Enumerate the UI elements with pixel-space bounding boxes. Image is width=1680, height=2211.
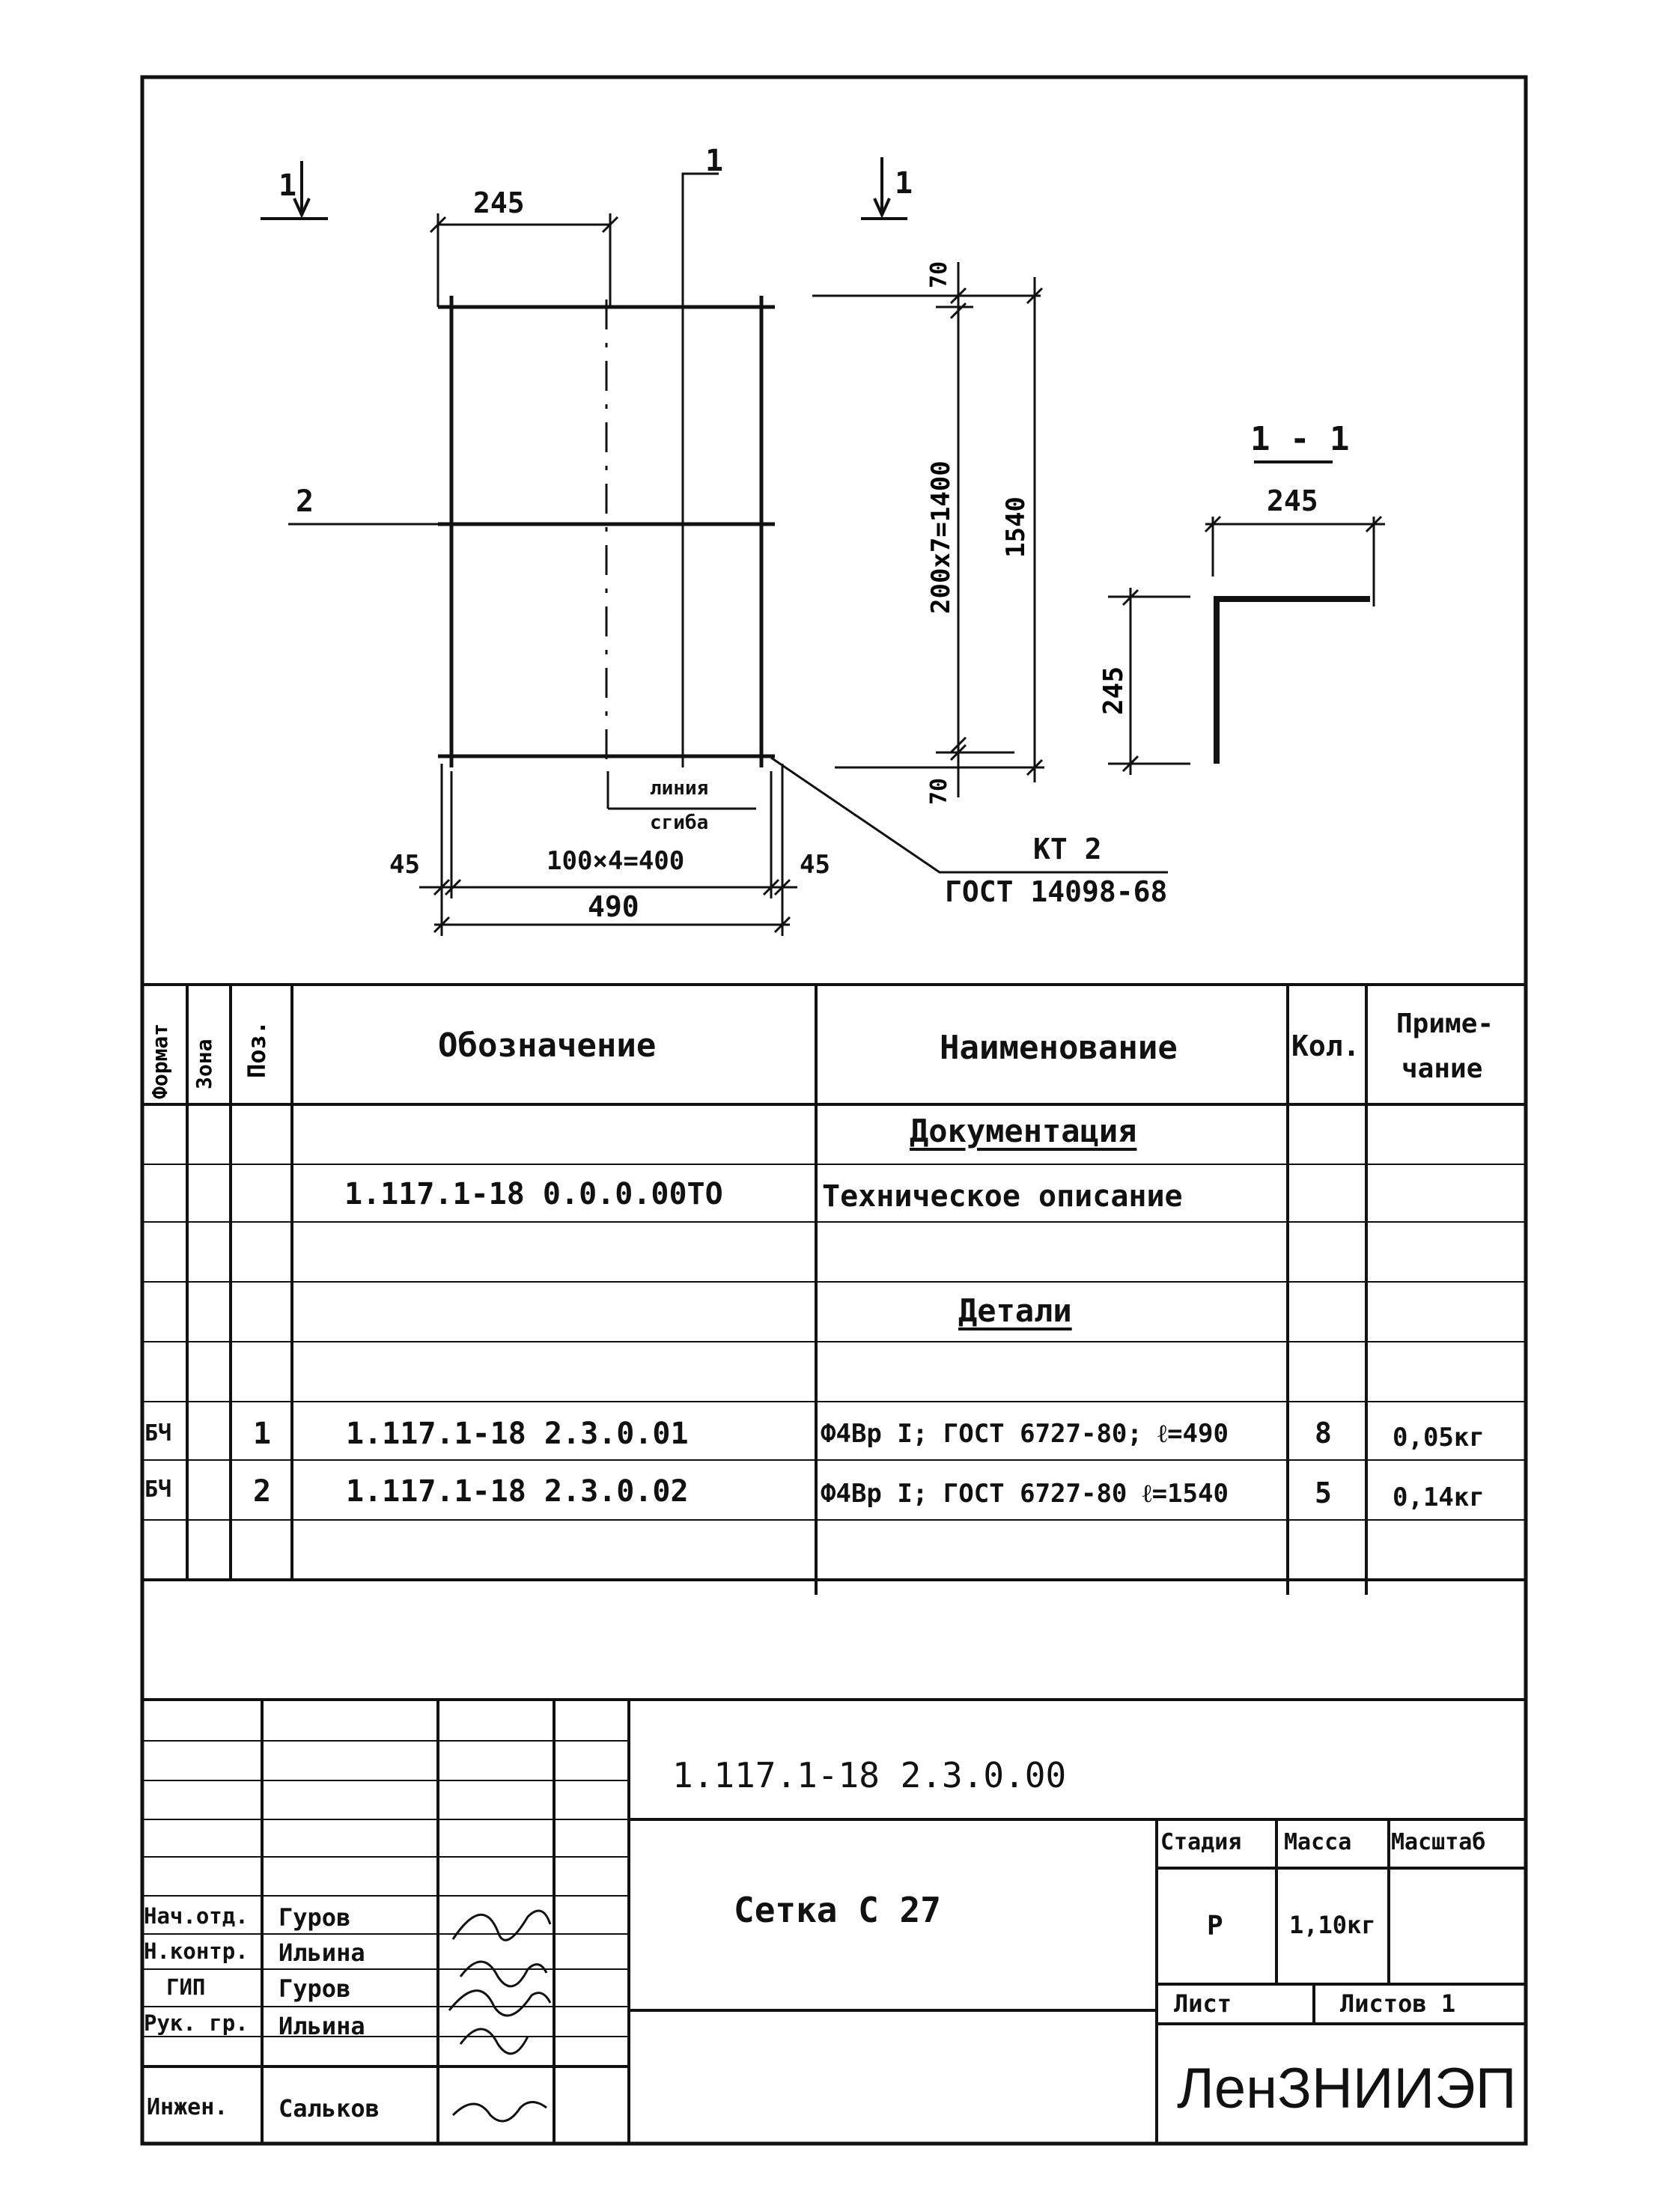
row-name: Техническое описание: [822, 1179, 1183, 1214]
header-zone: Зона: [192, 1038, 216, 1089]
person-name: Сальков: [279, 2094, 380, 2123]
dim-left-offset: 45: [389, 850, 420, 880]
header-note-1: Приме-: [1396, 1009, 1494, 1039]
row-pos: 1: [253, 1417, 272, 1451]
weld-standard: ГОСТ 14098-68: [945, 875, 1168, 908]
section-mark-left: 1: [279, 168, 297, 203]
organization-name: ЛенЗНИИЭП: [1177, 2057, 1517, 2120]
sheet-label: Лист: [1174, 1989, 1232, 2018]
scale-label: Масштаб: [1391, 1829, 1486, 1855]
row-qty: 5: [1315, 1476, 1332, 1509]
row-name-section-docs: Документация: [910, 1113, 1137, 1149]
dim-top-width: 245: [473, 186, 525, 219]
section-dim-width: 245: [1267, 484, 1318, 517]
dim-spacing-vertical: 200x7=1400: [926, 460, 956, 614]
stage-label: Стадия: [1160, 1829, 1242, 1855]
section-marks: [261, 157, 907, 219]
person-role: Нач.отд.: [144, 1903, 249, 1929]
dim-total-height: 1540: [1001, 496, 1031, 558]
person-role: Рук. гр.: [144, 2010, 249, 2036]
dim-top-245: [430, 213, 618, 307]
row-designation: 1.117.1-18 0.0.0.00ТО: [344, 1177, 723, 1211]
section-dim-height: 245: [1098, 666, 1129, 715]
row-name: Ф4Вр I; ГОСТ 6727-80 ℓ=1540: [821, 1479, 1229, 1509]
weld-code: КТ 2: [1033, 833, 1102, 866]
mass-label: Масса: [1284, 1829, 1352, 1855]
title-block: [142, 1700, 1526, 2144]
bend-line-label-1: линия: [650, 777, 709, 800]
row-pos: 2: [253, 1474, 272, 1509]
row-name-section-parts: Детали: [958, 1292, 1072, 1329]
bar-label-top: 1: [705, 144, 724, 178]
person-name: Гуров: [279, 1974, 351, 2003]
mass-value: 1,10кг: [1289, 1911, 1376, 1939]
signatures: [449, 1911, 550, 2121]
sheet-frame: [142, 77, 1526, 2144]
person-role: ГИП: [166, 1974, 206, 2000]
row-note: 0,05кг: [1393, 1423, 1485, 1453]
dim-spacing-horizontal: 100×4=400: [547, 846, 685, 876]
dim-total-width: 490: [588, 890, 639, 923]
section-title: 1 - 1: [1250, 420, 1350, 458]
section-1-1: [1108, 462, 1385, 775]
person-name: Ильина: [279, 2012, 365, 2040]
header-format: Формат: [147, 1023, 172, 1099]
person-role: Инжен.: [147, 2094, 228, 2120]
bend-line-label-2: сгиба: [650, 812, 709, 834]
header-note-2: чание: [1401, 1053, 1483, 1084]
row-note: 0,14кг: [1393, 1482, 1485, 1512]
header-name: Наименование: [940, 1029, 1178, 1067]
header-qty: Кол.: [1291, 1030, 1360, 1062]
row-designation: 1.117.1-18 2.3.0.01: [346, 1417, 689, 1451]
dim-top-gap: 70: [926, 261, 952, 288]
doc-code: 1.117.1-18 2.3.0.00: [672, 1755, 1067, 1795]
dim-right-offset: 45: [800, 850, 830, 880]
dim-right-vertical: [812, 262, 1044, 797]
person-name: Ильина: [279, 1938, 365, 1967]
section-mark-right: 1: [895, 166, 913, 201]
bar-label-left: 2: [296, 484, 314, 519]
drawing-title: Сетка С 27: [734, 1890, 941, 1930]
row-designation: 1.117.1-18 2.3.0.02: [346, 1474, 689, 1509]
row-format: БЧ: [144, 1420, 172, 1447]
stage-value: Р: [1207, 1911, 1223, 1941]
header-pos: Поз.: [243, 1020, 271, 1078]
sheets-label: Листов 1: [1340, 1989, 1456, 2018]
person-name: Гуров: [279, 1903, 351, 1932]
row-format: БЧ: [144, 1476, 172, 1503]
spec-table: [142, 985, 1526, 1595]
row-qty: 8: [1315, 1417, 1332, 1450]
mesh-plan: [438, 296, 775, 767]
row-name: Ф4Вр I; ГОСТ 6727-80; ℓ=490: [821, 1419, 1229, 1449]
dim-bottom-gap: 70: [926, 777, 952, 805]
dim-bottom: [419, 758, 1168, 936]
header-designation: Обозначение: [438, 1027, 657, 1065]
person-role: Н.контр.: [144, 1938, 249, 1964]
